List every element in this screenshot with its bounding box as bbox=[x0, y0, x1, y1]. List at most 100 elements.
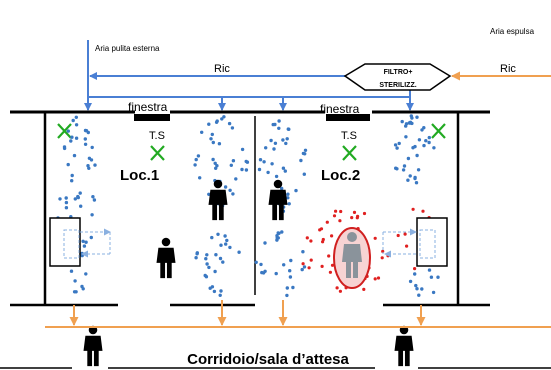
particle bbox=[204, 257, 208, 261]
particle bbox=[429, 275, 434, 279]
particle bbox=[356, 214, 360, 218]
particle bbox=[276, 231, 280, 235]
filter-label-line2: STERILIZZ. bbox=[379, 82, 416, 89]
window-label-left: finestra bbox=[128, 100, 168, 114]
particle bbox=[83, 142, 88, 146]
particle bbox=[413, 144, 417, 149]
particle bbox=[400, 119, 404, 124]
person-icon bbox=[83, 325, 103, 367]
particle bbox=[413, 272, 417, 276]
particle bbox=[74, 290, 78, 294]
particle bbox=[219, 289, 223, 293]
particle bbox=[350, 216, 354, 220]
particle bbox=[362, 211, 367, 216]
particle bbox=[285, 137, 289, 141]
particle bbox=[309, 239, 313, 243]
particle bbox=[89, 235, 94, 240]
particle bbox=[410, 116, 414, 120]
particle bbox=[283, 169, 287, 173]
particle bbox=[281, 138, 285, 142]
particle bbox=[280, 186, 284, 191]
particle bbox=[198, 176, 202, 180]
particle bbox=[284, 141, 288, 146]
particle bbox=[214, 166, 218, 170]
particle bbox=[411, 207, 415, 211]
particle bbox=[285, 286, 289, 290]
particle bbox=[215, 119, 219, 123]
particle bbox=[291, 285, 295, 290]
particle bbox=[194, 256, 198, 260]
particle bbox=[81, 239, 85, 243]
particle bbox=[218, 293, 222, 297]
particle bbox=[72, 153, 77, 158]
particle bbox=[338, 219, 342, 223]
particle bbox=[287, 202, 291, 206]
particle bbox=[214, 253, 218, 257]
particle bbox=[325, 220, 329, 224]
room-label-loc1: Loc.1 bbox=[120, 167, 159, 184]
particle bbox=[307, 266, 311, 270]
particle bbox=[415, 153, 419, 158]
particle bbox=[62, 145, 67, 149]
particle bbox=[436, 275, 440, 279]
particle bbox=[86, 164, 90, 168]
particle bbox=[259, 262, 263, 267]
particle bbox=[397, 141, 401, 146]
particle bbox=[422, 126, 426, 130]
particle bbox=[422, 143, 426, 148]
particle bbox=[424, 139, 428, 143]
particle bbox=[301, 151, 306, 156]
particle bbox=[328, 270, 332, 274]
particle bbox=[196, 154, 201, 158]
particle bbox=[403, 232, 407, 236]
particle bbox=[208, 286, 212, 290]
particle bbox=[406, 156, 411, 161]
particle bbox=[234, 177, 238, 181]
particle bbox=[402, 164, 407, 168]
ts-label-left: T.S bbox=[149, 130, 165, 142]
particle bbox=[204, 275, 209, 279]
particle bbox=[207, 122, 211, 126]
particle bbox=[395, 146, 399, 150]
particle bbox=[273, 141, 278, 145]
particle bbox=[215, 164, 219, 168]
particle bbox=[91, 195, 95, 199]
particle bbox=[205, 253, 209, 257]
window-label-right: finestra bbox=[320, 102, 360, 116]
particle bbox=[352, 210, 357, 214]
particle bbox=[74, 115, 79, 120]
particle bbox=[217, 142, 222, 146]
particle bbox=[74, 136, 79, 140]
particle bbox=[286, 192, 290, 196]
particle bbox=[78, 191, 82, 195]
particle bbox=[213, 269, 217, 274]
particle bbox=[74, 123, 79, 127]
particle bbox=[288, 275, 293, 279]
particle bbox=[93, 163, 97, 167]
particle bbox=[330, 234, 334, 238]
particle bbox=[58, 197, 62, 201]
particle bbox=[223, 234, 227, 238]
particle bbox=[274, 271, 278, 276]
particle bbox=[210, 132, 214, 137]
particle bbox=[211, 140, 215, 145]
particle bbox=[70, 135, 74, 139]
particle bbox=[427, 135, 431, 140]
particle bbox=[303, 148, 308, 152]
person-icon bbox=[156, 237, 176, 279]
corridor-label: Corridoio/sala d’attesa bbox=[187, 351, 349, 368]
particle bbox=[64, 196, 68, 200]
particle bbox=[73, 197, 78, 201]
particle bbox=[237, 250, 241, 254]
particle bbox=[274, 174, 279, 179]
particle bbox=[84, 272, 88, 276]
particle bbox=[228, 188, 232, 192]
particle bbox=[87, 166, 91, 170]
person-icon bbox=[208, 179, 228, 221]
particle bbox=[76, 194, 80, 199]
particle bbox=[69, 139, 73, 143]
ts-label-right: T.S bbox=[341, 130, 357, 142]
particle bbox=[276, 236, 280, 240]
particle bbox=[224, 242, 228, 246]
x-mark-icon bbox=[57, 123, 446, 161]
